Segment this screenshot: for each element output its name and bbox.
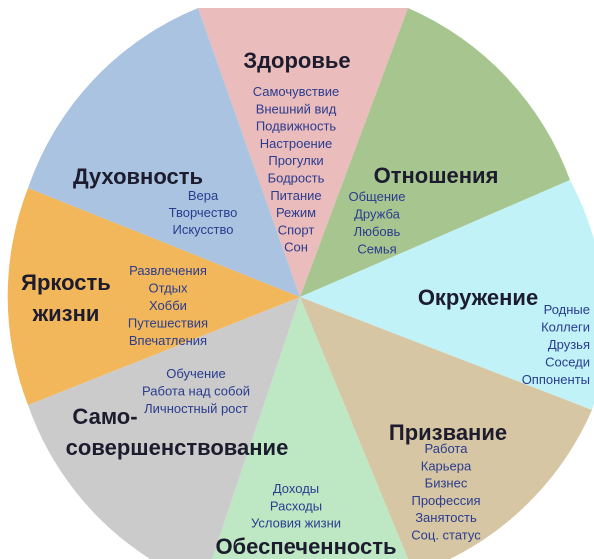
segment-item: Режим (276, 205, 316, 220)
segment-item: Расходы (270, 498, 322, 513)
segment-brightness-title-line2: жизни (32, 301, 100, 326)
segment-item: Отдых (148, 281, 188, 296)
segment-brightness-items: РазвлеченияОтдыхХоббиПутешествияВпечатле… (128, 263, 208, 348)
segment-item: Бодрость (268, 171, 325, 186)
segment-wealth-wedge (212, 297, 408, 559)
segment-brightness-wedge (7, 188, 300, 405)
segment-item: Занятость (415, 510, 477, 525)
segment-item: Профессия (411, 493, 480, 508)
segment-calling-wedge (300, 297, 592, 559)
segment-self-improvement-title-line2: совершенствование (66, 435, 289, 460)
segment-item: Бизнес (425, 476, 468, 491)
segment-item: Работа над собой (142, 384, 250, 399)
segment-item: Коллеги (541, 320, 590, 335)
segment-item: Личностный рост (144, 401, 248, 416)
segment-item: Родные (544, 302, 590, 317)
segment-item: Сон (284, 240, 308, 255)
segment-health-title: Здоровье (243, 48, 350, 73)
segment-spirituality-title: Духовность (73, 164, 203, 189)
segment-item: Соц. статус (411, 528, 481, 543)
segment-item: Питание (270, 188, 321, 203)
segment-health-wedge (198, 8, 408, 297)
segment-item: Семья (357, 242, 396, 257)
segment-item: Внешний вид (256, 101, 337, 116)
segment-item: Самочувствие (253, 84, 340, 99)
segment-wealth-title: Обеспеченность (215, 534, 396, 559)
segment-item: Доходы (273, 481, 319, 496)
segment-calling-items: РаботаКарьераБизнесПрофессияЗанятостьСоц… (411, 441, 481, 543)
segment-item: Спорт (278, 222, 315, 237)
segment-environment-wedge (300, 180, 594, 410)
segment-item: Друзья (548, 337, 590, 352)
segment-item: Любовь (354, 224, 401, 239)
segment-brightness-title-line1: Яркость (21, 270, 111, 295)
segment-item: Обучение (166, 366, 225, 381)
segment-item: Оппоненты (522, 372, 590, 387)
segment-item: Карьера (421, 458, 472, 473)
segment-item: Искусство (173, 222, 234, 237)
segment-relations-wedge (300, 8, 570, 297)
segment-relations-title: Отношения (374, 163, 499, 188)
segment-item: Творчество (169, 205, 238, 220)
segment-item: Прогулки (268, 153, 323, 168)
segment-item: Дружба (354, 207, 401, 222)
segment-environment-title: Окружение (418, 285, 538, 310)
segment-item: Работа (425, 441, 469, 456)
segment-item: Подвижность (256, 119, 337, 134)
segment-item: Хобби (149, 298, 187, 313)
segment-item: Настроение (260, 136, 332, 151)
segment-item: Путешествия (128, 316, 208, 331)
segment-spirituality-wedge (28, 8, 300, 297)
segment-item: Соседи (545, 355, 590, 370)
segment-calling-title: Призвание (389, 420, 507, 445)
segment-item: Общение (348, 189, 405, 204)
segment-item: Развлечения (129, 263, 207, 278)
segment-item: Впечатления (129, 333, 207, 348)
segment-item: Вера (188, 188, 219, 203)
segment-item: Условия жизни (251, 516, 341, 531)
segment-self-improvement-title-line1: Само- (72, 404, 137, 429)
segment-self-improvement-wedge (28, 297, 300, 559)
